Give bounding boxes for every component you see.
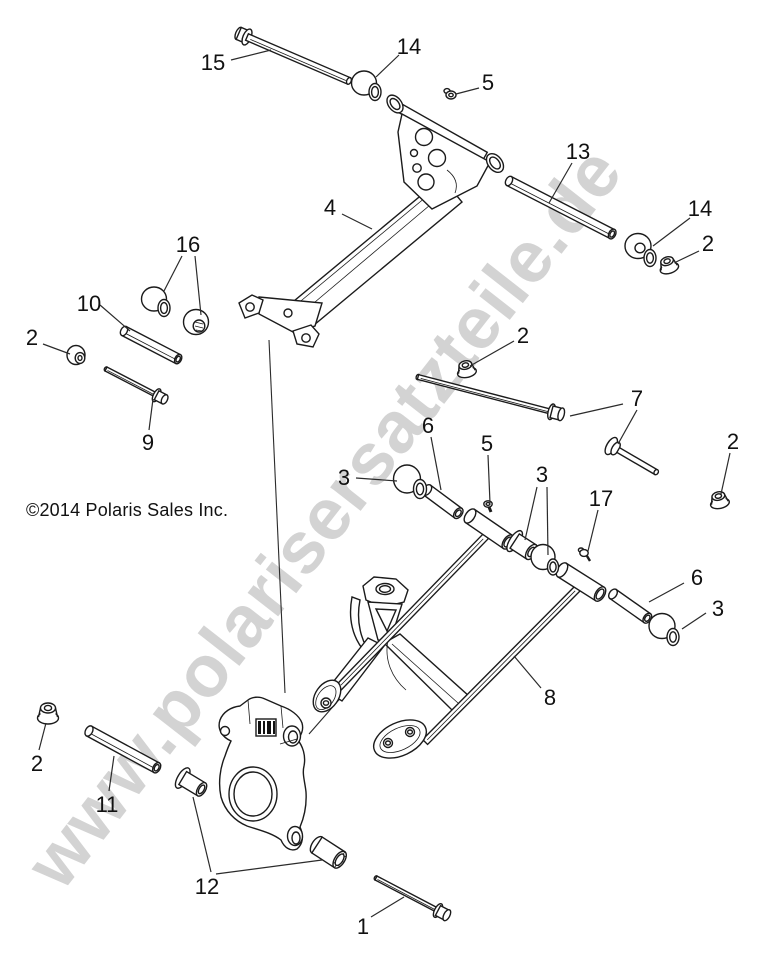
callout-16: 16 [176, 232, 200, 257]
part-2-nut-right [709, 491, 730, 510]
leader-line [430, 436, 442, 491]
callout-9: 9 [142, 430, 154, 455]
leader-line [524, 486, 538, 541]
leader-line [230, 49, 272, 61]
leader-line [617, 409, 638, 445]
part-1-bolt [373, 875, 452, 922]
callout-3: 3 [536, 462, 548, 487]
callout-2: 2 [727, 429, 739, 454]
callout-12: 12 [195, 874, 219, 899]
part-3-bushing-left [392, 464, 428, 500]
callout-3: 3 [712, 596, 724, 621]
leader-line [192, 796, 212, 873]
callout-6: 6 [422, 413, 434, 438]
part-10-tube [119, 325, 183, 365]
part-16-bushings [140, 286, 210, 336]
leader-line [652, 217, 691, 247]
callout-6: 6 [691, 565, 703, 590]
leader-line [38, 722, 47, 751]
callout-2: 2 [702, 231, 714, 256]
callout-10: 10 [77, 291, 101, 316]
callout-11: 11 [96, 792, 119, 817]
leader-line [455, 87, 480, 95]
leader-line [163, 255, 183, 292]
part-2-nut-middle [456, 360, 477, 379]
part-7-bolts [415, 373, 660, 476]
leader-line [355, 477, 398, 482]
callout-3: 3 [338, 465, 350, 490]
leader-line [569, 403, 624, 417]
part-14-bushing-top [350, 70, 382, 102]
assembly-line [268, 339, 286, 694]
leader-line [469, 340, 515, 367]
leader-line [148, 398, 154, 431]
part-12-bushings [174, 767, 348, 869]
callout-8: 8 [544, 685, 556, 710]
leader-line [99, 304, 131, 332]
leader-line [42, 343, 71, 355]
callout-17: 17 [589, 486, 613, 511]
part-17-screw [577, 547, 592, 562]
leader-line [108, 755, 115, 792]
leader-line [546, 486, 549, 556]
callout-4: 4 [324, 195, 336, 220]
leader-line [587, 509, 599, 552]
part-6-spacer-right [607, 588, 653, 624]
callout-13: 13 [566, 139, 590, 164]
leader-line [370, 896, 405, 918]
leader-line [487, 454, 491, 504]
part-15-bolt [234, 26, 353, 86]
knuckle [218, 696, 307, 851]
leader-line [548, 162, 573, 204]
part-8-radius-rods [312, 508, 607, 759]
callout-2: 2 [26, 325, 38, 350]
part-14-bushing-right [624, 232, 657, 268]
callout-5: 5 [481, 431, 493, 456]
callout-14: 14 [397, 34, 421, 59]
leader-line [681, 612, 707, 630]
part-9-bolt [103, 366, 169, 405]
part-2-nut-topright [659, 255, 680, 275]
part-2-nut-bottomleft [36, 702, 60, 725]
callout-2: 2 [31, 751, 43, 776]
leader-line [648, 582, 685, 603]
part-3-bushings-mid [506, 529, 560, 576]
leader-line [675, 250, 700, 263]
part-11-tube [84, 725, 162, 774]
leader-line [341, 213, 373, 230]
callout-5: 5 [482, 70, 494, 95]
part-3-bushing-bottomright [648, 612, 680, 647]
part-2-screw-left [66, 344, 86, 366]
leader-line [513, 655, 542, 689]
callout-1: 1 [357, 914, 369, 939]
parts-artwork [36, 26, 730, 922]
part-13-tube [504, 175, 617, 240]
leader-line [375, 54, 400, 78]
part-5-screw-mid [483, 500, 493, 513]
callout-7: 7 [631, 386, 643, 411]
callout-15: 15 [201, 50, 225, 75]
leader-lines [38, 49, 731, 918]
leader-line [215, 859, 323, 875]
leader-line [720, 452, 731, 495]
callout-2: 2 [517, 323, 529, 348]
copyright-text: ©2014 Polaris Sales Inc. [26, 500, 229, 520]
carrier-bracket [324, 576, 472, 711]
leader-line [194, 255, 202, 316]
part-4-control-arm [238, 94, 505, 348]
part-5-screw-top [443, 87, 457, 100]
callout-14: 14 [688, 196, 712, 221]
